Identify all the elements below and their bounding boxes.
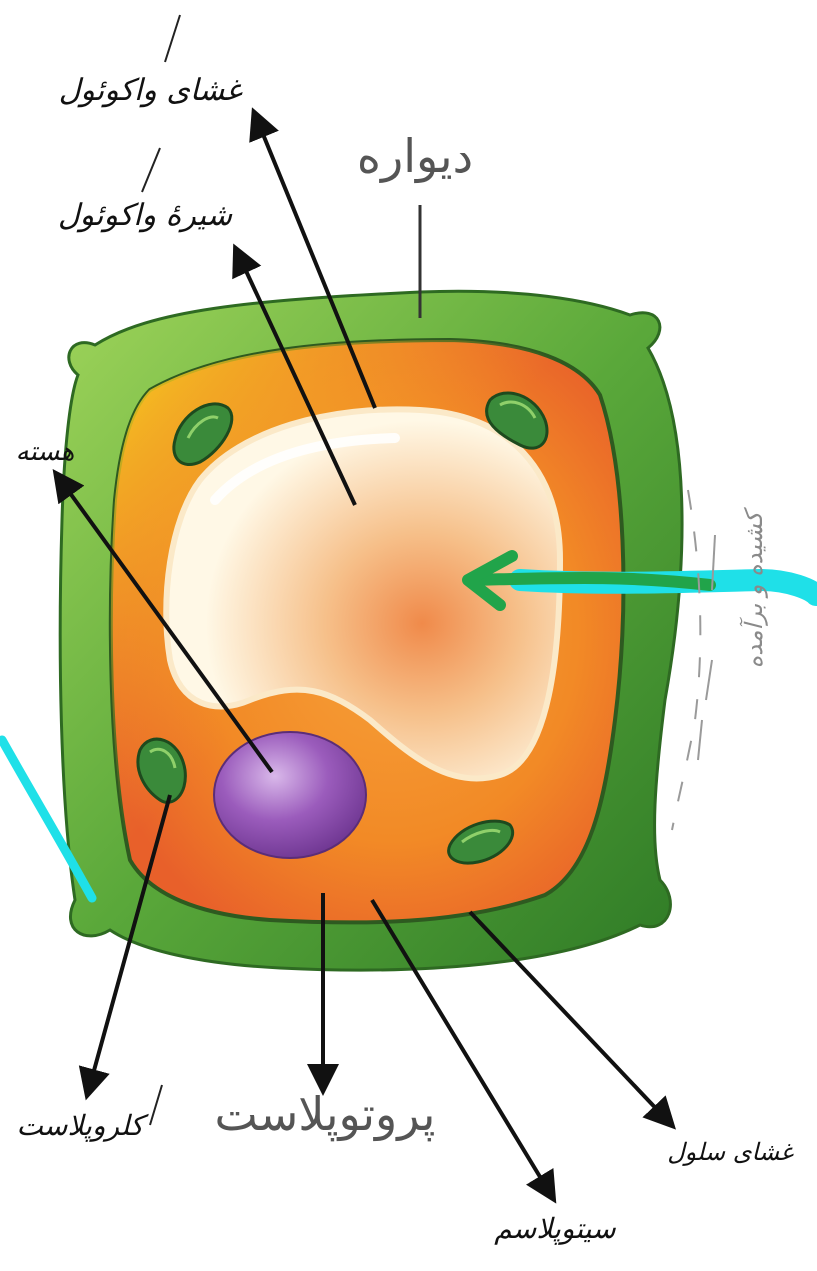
stretched-vacuole-label: کشیده و برآمده bbox=[739, 507, 768, 668]
chloroplast-label: کلروپلاست bbox=[16, 1109, 149, 1142]
cytoplasm-label: سیتوپلاسم bbox=[494, 1212, 616, 1245]
wall-label: دیواره bbox=[357, 129, 473, 184]
nucleus bbox=[214, 732, 366, 858]
protoplast-label: پروتوپلاست bbox=[215, 1087, 436, 1142]
vacuole-membrane-label: غشای واکوئول bbox=[59, 73, 243, 108]
vacuole-sap-label: شیرۀ واکوئول bbox=[58, 198, 233, 233]
nucleus-label: هسته bbox=[16, 437, 75, 467]
cell-membrane-label: غشای سلول bbox=[667, 1138, 794, 1166]
